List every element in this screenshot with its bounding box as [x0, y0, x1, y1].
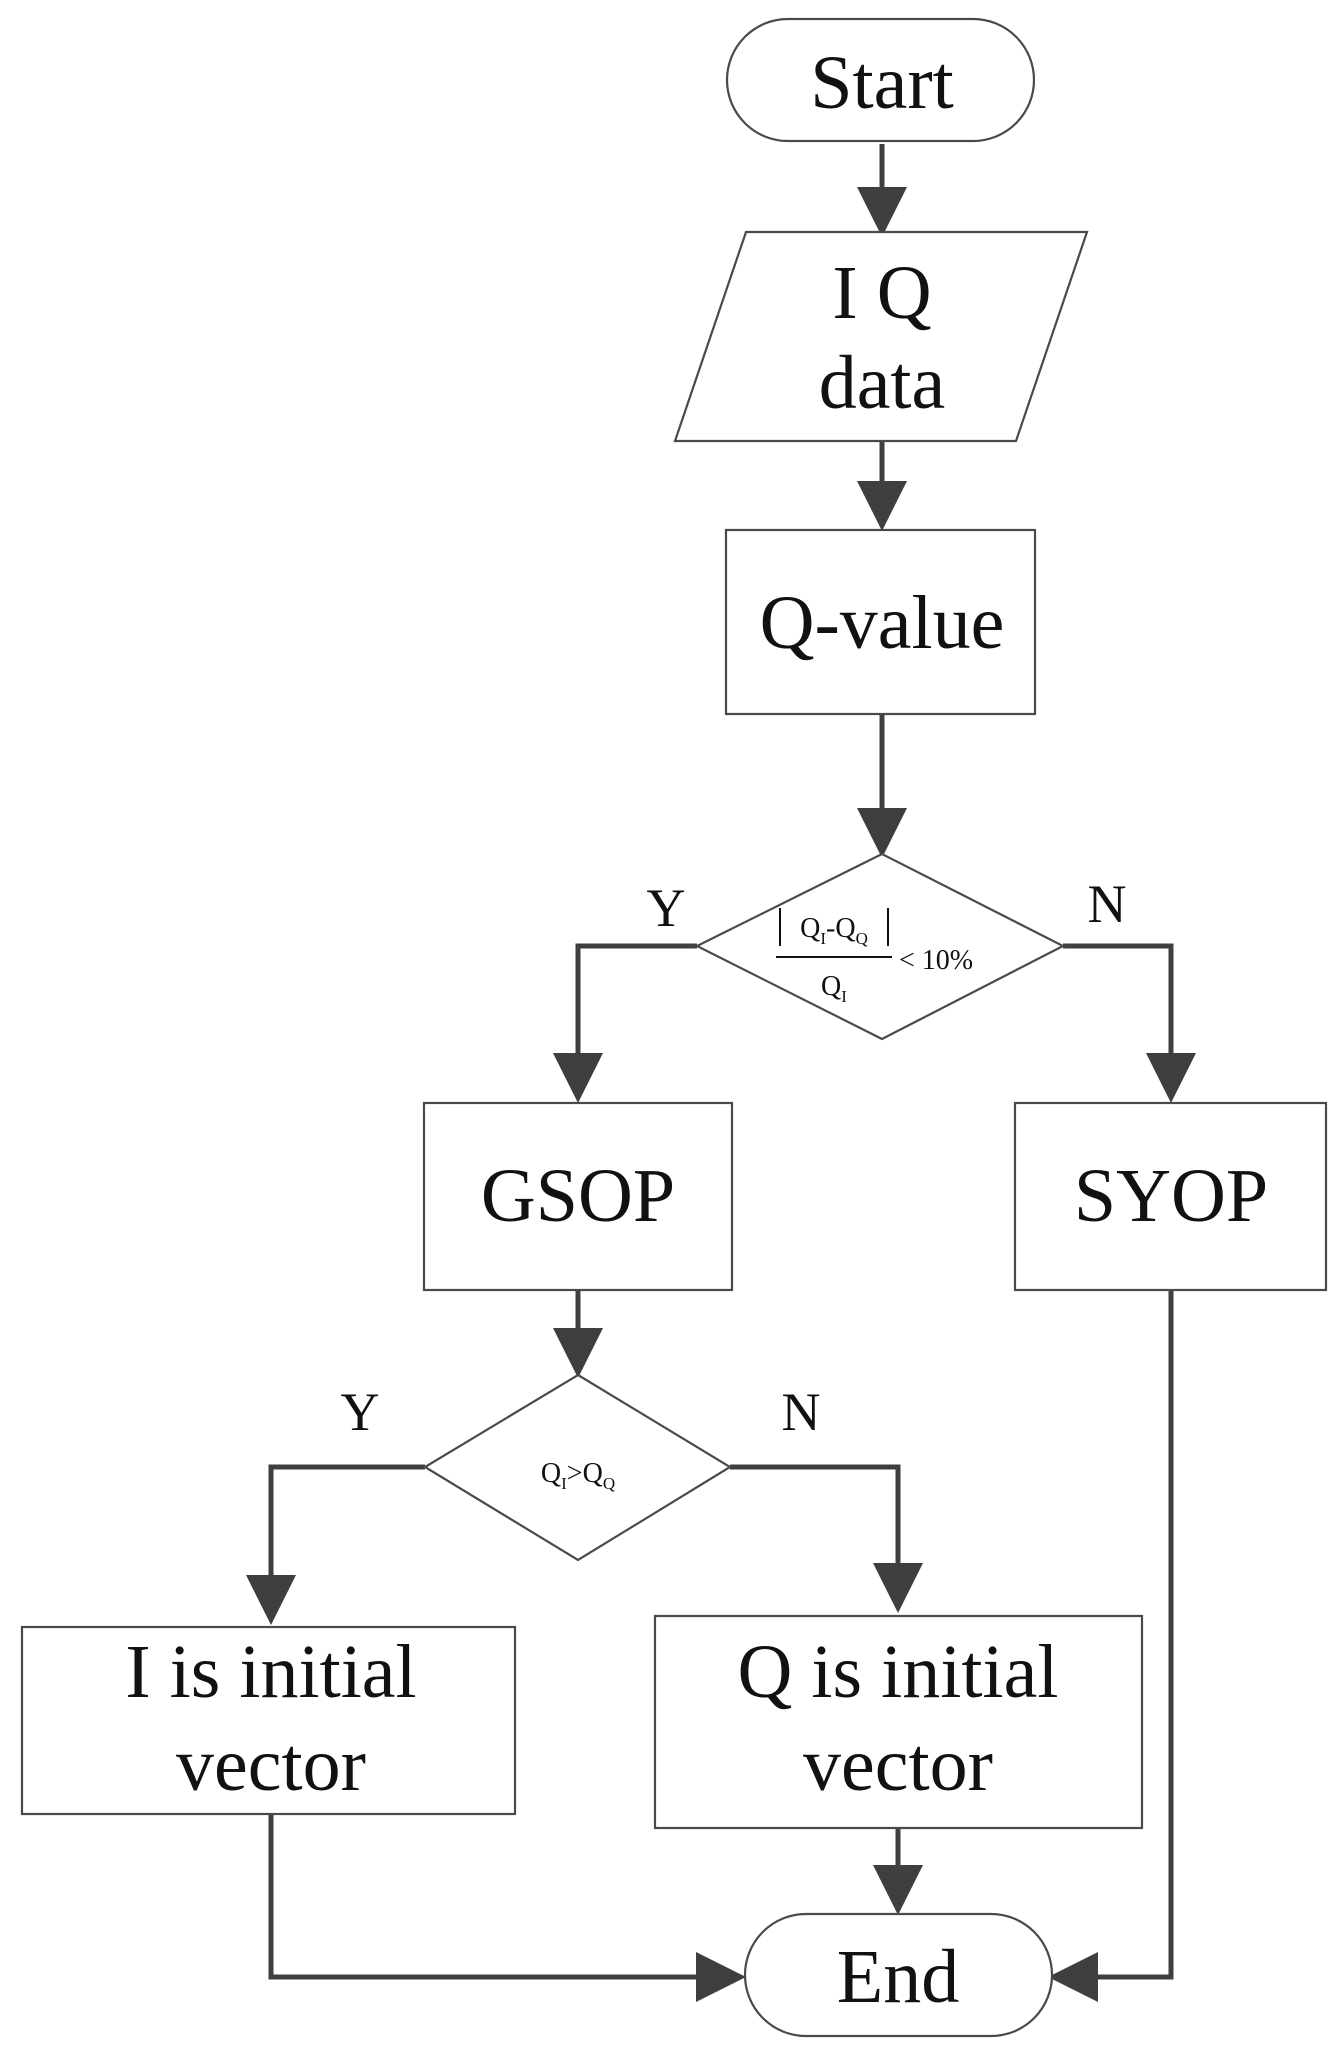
decision1-numerator: QI-QQ — [800, 913, 868, 948]
qvalue-process: Q-value — [724, 528, 1037, 716]
i-initial-vector-process: I is initial vector — [20, 1625, 517, 1816]
gsop-label: GSOP — [481, 1154, 675, 1238]
decision1-denominator: QI — [821, 971, 847, 1006]
i-initial-line1: I is initial — [125, 1630, 416, 1714]
decision-q-difference: QI-QQ QI < 10% — [694, 852, 1066, 1041]
arrow-decision1-no-to-syop — [1063, 943, 1196, 1103]
i-initial-line2: vector — [176, 1723, 366, 1807]
decision2-condition: QI>QQ — [541, 1458, 615, 1493]
decision2-yes-label: Y — [341, 1382, 380, 1442]
syop-process: SYOP — [1013, 1101, 1328, 1292]
qvalue-label: Q-value — [760, 581, 1005, 665]
decision1-threshold: < 10% — [899, 945, 973, 976]
start-terminator: Start — [725, 17, 1036, 143]
q-initial-vector-process: Q is initial vector — [653, 1614, 1144, 1830]
decision1-yes-label: Y — [647, 878, 686, 938]
end-terminator: End — [743, 1912, 1054, 2038]
input-label-line2: data — [819, 341, 946, 425]
q-initial-line2: vector — [803, 1723, 993, 1807]
arrow-decision1-yes-to-gsop — [553, 943, 697, 1103]
arrow-syop-to-end — [1048, 1290, 1174, 2002]
decision2-no-label: N — [782, 1382, 821, 1442]
arrow-decision2-yes-to-i-initial — [246, 1464, 425, 1625]
end-label: End — [837, 1935, 959, 2019]
arrow-i-initial-to-end — [268, 1814, 746, 2002]
start-label: Start — [810, 41, 954, 125]
q-initial-line1: Q is initial — [738, 1630, 1059, 1714]
decision1-no-label: N — [1088, 874, 1127, 934]
decision-qi-greater-qq: QI>QQ — [422, 1373, 733, 1562]
syop-label: SYOP — [1074, 1154, 1268, 1238]
gsop-process: GSOP — [422, 1101, 734, 1292]
input-label-line1: I Q — [832, 251, 931, 335]
input-data-parallelogram: I Q data — [673, 230, 1089, 443]
arrow-decision2-no-to-q-initial — [730, 1464, 923, 1613]
connectors — [246, 144, 1196, 2002]
